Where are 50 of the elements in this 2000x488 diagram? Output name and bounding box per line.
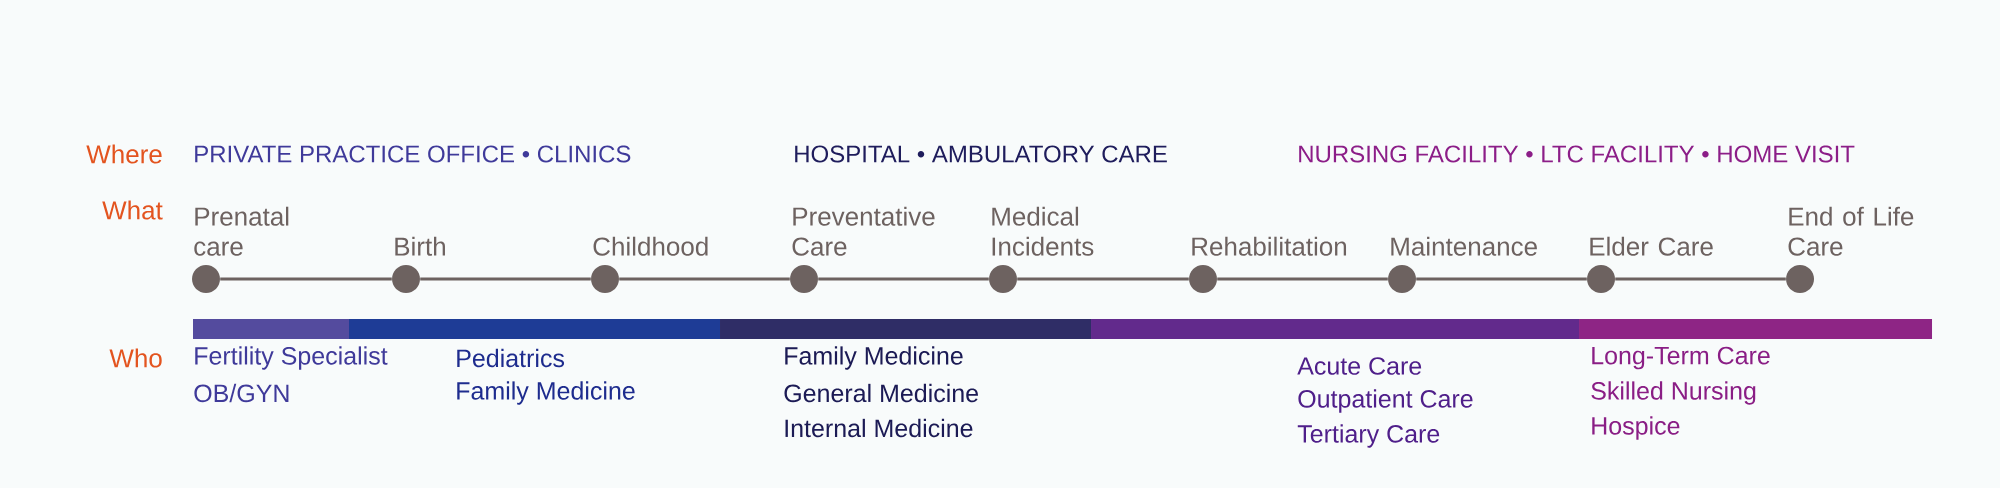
stage-label: Childhood [593, 236, 708, 256]
color-bar [193, 319, 349, 339]
timeline-line [1615, 277, 1786, 281]
role-text: Fertility Specialist [195, 346, 388, 370]
timeline-line [1416, 277, 1587, 281]
timeline-line [220, 277, 392, 281]
role-text: Outpatient Care [1298, 389, 1473, 413]
role-text: Pediatrics [457, 348, 565, 368]
color-bar [720, 319, 1091, 339]
stage-label: End of Life Care [1788, 206, 1914, 256]
setting-text: NURSING FACILITY • LTC FACILITY • HOME VISIT [1299, 145, 1855, 163]
timeline-line [818, 277, 989, 281]
timeline-dot [1388, 265, 1416, 293]
row-heading: What [102, 200, 163, 220]
setting-text: PRIVATE PRACTICE OFFICE • CLINICS [195, 145, 631, 163]
timeline-dot [1786, 265, 1814, 293]
stage-label: Maintenance [1391, 236, 1537, 256]
color-bar [1091, 319, 1579, 339]
role-text: Family Medicine [457, 381, 635, 405]
timeline-line [619, 277, 790, 281]
role-text: Hospice [1592, 416, 1680, 440]
timeline-dot [989, 265, 1017, 293]
timeline-line [420, 277, 591, 281]
timeline-dot [1587, 265, 1615, 293]
timeline-dot [1189, 265, 1217, 293]
row-heading: Where [86, 144, 162, 164]
role-text: General Medicine [784, 383, 978, 403]
row-heading: Who [109, 348, 162, 368]
timeline-dot [591, 265, 619, 293]
stage-label: Medical Incidents [992, 206, 1094, 256]
color-bar [1579, 319, 1932, 339]
stage-label: Rehabilitation [1192, 236, 1347, 256]
stage-label: Elder Care [1590, 236, 1713, 256]
color-bar [349, 319, 720, 339]
timeline-dot [192, 265, 220, 293]
role-text: Tertiary Care [1297, 424, 1440, 448]
timeline-line [1017, 277, 1189, 281]
role-text: Long-Term Care [1592, 346, 1770, 370]
role-text: Internal Medicine [785, 418, 973, 438]
role-text: Acute Care [1297, 357, 1422, 375]
setting-text: HOSPITAL • AMBULATORY CARE [795, 145, 1167, 163]
stage-label: Birth [395, 236, 445, 256]
timeline-dot [392, 265, 420, 293]
role-text: Skilled Nursing [1591, 381, 1756, 405]
stage-label: Preventative Care [792, 206, 935, 256]
timeline-dot [790, 265, 818, 293]
role-text: OB/GYN [194, 383, 289, 403]
timeline-line [1217, 277, 1388, 281]
stage-label: Prenatal care [194, 206, 289, 256]
role-text: Family Medicine [785, 346, 963, 370]
